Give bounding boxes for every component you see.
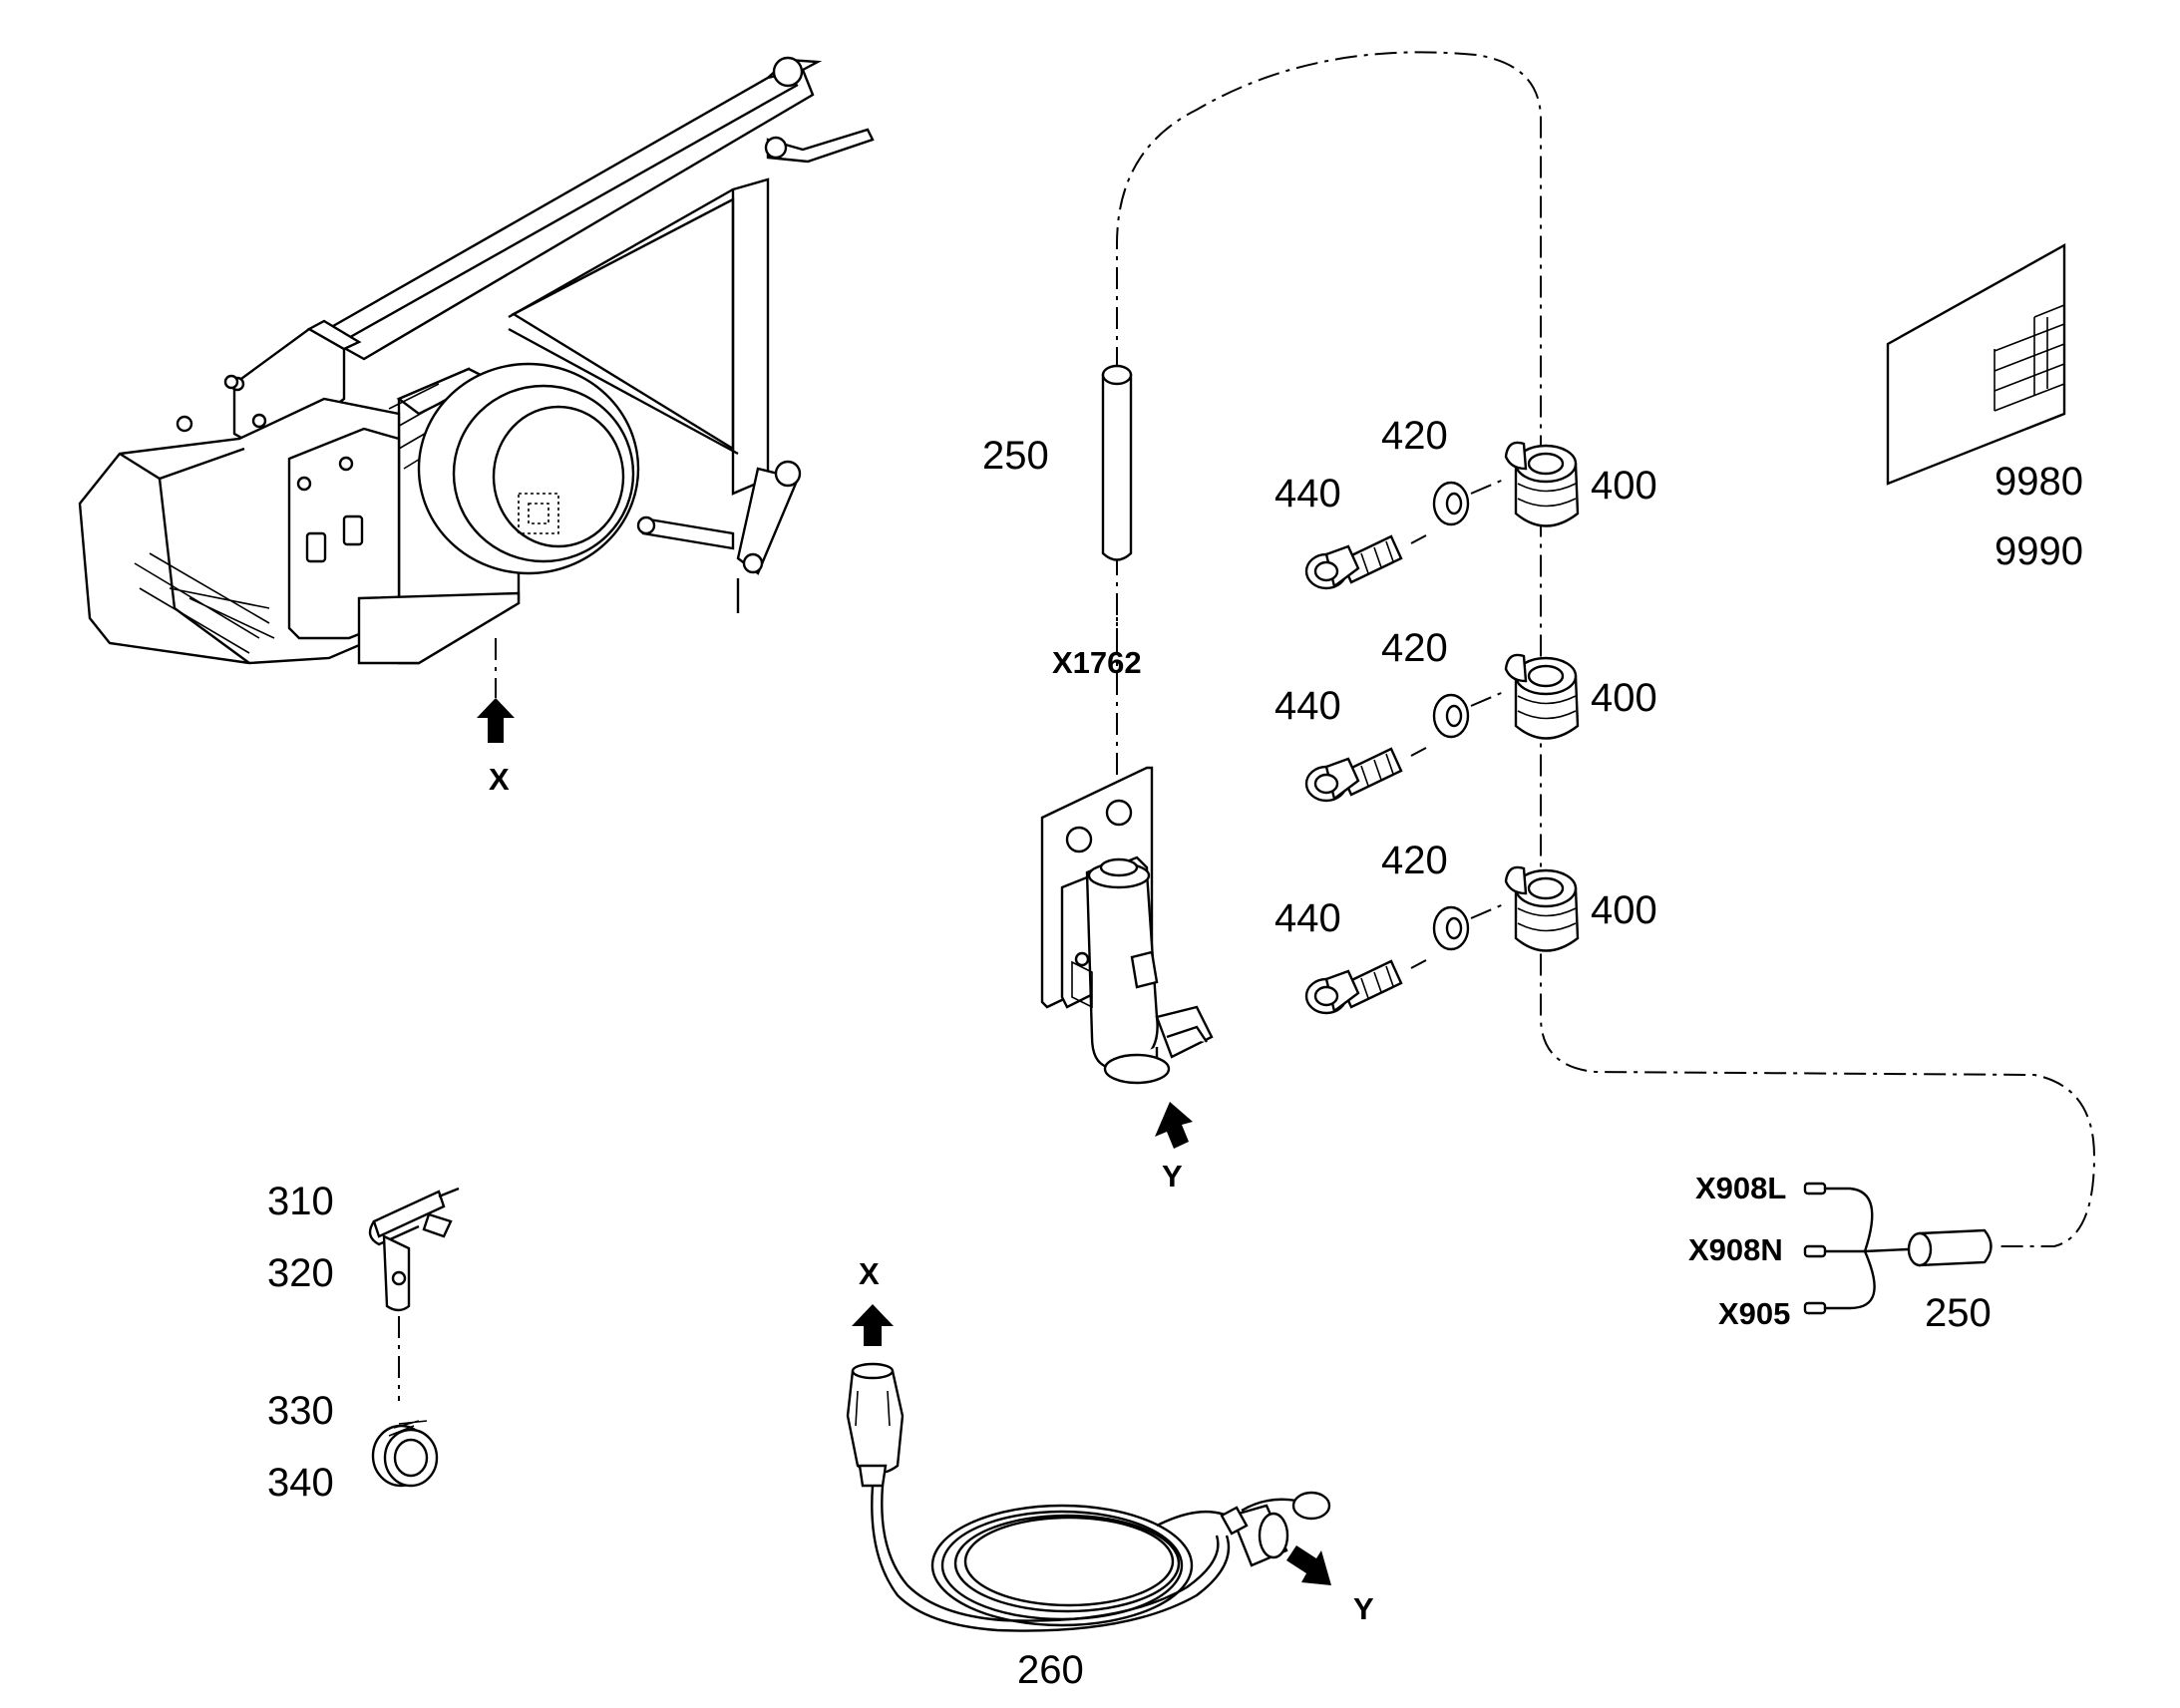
arrow-y-socket-label: Y bbox=[1162, 1159, 1183, 1194]
nut-400-icon bbox=[1504, 441, 1580, 527]
part-label-340: 340 bbox=[267, 1461, 334, 1505]
hose-250-top bbox=[1101, 364, 1133, 561]
part-label-320: 320 bbox=[267, 1251, 334, 1295]
wall-socket bbox=[1040, 766, 1214, 1085]
hose-250-bottom bbox=[1803, 1182, 1993, 1315]
connector-label-x905: X905 bbox=[1718, 1296, 1790, 1331]
part-label-260: 260 bbox=[1017, 1648, 1084, 1692]
part-label-420-row2: 420 bbox=[1381, 626, 1448, 670]
part-label-440-row2: 440 bbox=[1274, 684, 1341, 728]
arrow-up-icon bbox=[1155, 1102, 1193, 1149]
screw-440-icon bbox=[1304, 747, 1403, 803]
part-label-420-row3: 420 bbox=[1381, 839, 1448, 882]
part-label-440-row1: 440 bbox=[1274, 472, 1341, 515]
arrow-y-plug-label: Y bbox=[1353, 1591, 1374, 1626]
part-label-400-row1: 400 bbox=[1591, 464, 1657, 508]
fan-grille-icon bbox=[518, 493, 559, 534]
washer-420-icon bbox=[1432, 693, 1470, 739]
washer-420-icon bbox=[1432, 481, 1470, 526]
document-card-icon bbox=[1886, 242, 2066, 486]
part-label-440-row3: 440 bbox=[1274, 896, 1341, 940]
part-label-250-top: 250 bbox=[982, 434, 1049, 478]
arrow-x-motor-label: X bbox=[489, 762, 510, 797]
part-label-250-bottom: 250 bbox=[1925, 1291, 1992, 1335]
motor-arm-assembly bbox=[78, 56, 875, 665]
hose-clamp bbox=[371, 1420, 439, 1488]
connector-label-x1762: X1762 bbox=[1052, 645, 1142, 680]
part-label-400-row2: 400 bbox=[1591, 676, 1657, 720]
connector-label-x908n: X908N bbox=[1688, 1232, 1783, 1267]
connector-label-x908l: X908L bbox=[1695, 1171, 1786, 1205]
part-label-9990: 9990 bbox=[1995, 529, 2083, 573]
part-label-9980: 9980 bbox=[1995, 460, 2083, 504]
cable-clip bbox=[368, 1187, 460, 1312]
fastener-row-1 bbox=[1304, 441, 1580, 590]
fastener-row-2 bbox=[1304, 653, 1580, 803]
extension-cable-260 bbox=[846, 1362, 1331, 1632]
nut-400-icon bbox=[1504, 653, 1580, 740]
fastener-row-3 bbox=[1304, 865, 1580, 1015]
arrow-up-icon bbox=[852, 1304, 894, 1346]
part-label-330: 330 bbox=[267, 1389, 334, 1433]
screw-440-icon bbox=[1304, 534, 1403, 590]
wire-ferrule-icon bbox=[1803, 1182, 1827, 1315]
arrow-up-icon bbox=[477, 698, 515, 743]
part-label-310: 310 bbox=[267, 1180, 334, 1223]
arrow-right-down-icon bbox=[1286, 1545, 1331, 1585]
part-label-400-row3: 400 bbox=[1591, 888, 1657, 932]
arrow-x-plug-label: X bbox=[859, 1256, 880, 1291]
part-label-420-row1: 420 bbox=[1381, 414, 1448, 458]
washer-420-icon bbox=[1432, 905, 1470, 951]
screw-440-icon bbox=[1304, 959, 1403, 1015]
nut-400-icon bbox=[1504, 865, 1580, 952]
